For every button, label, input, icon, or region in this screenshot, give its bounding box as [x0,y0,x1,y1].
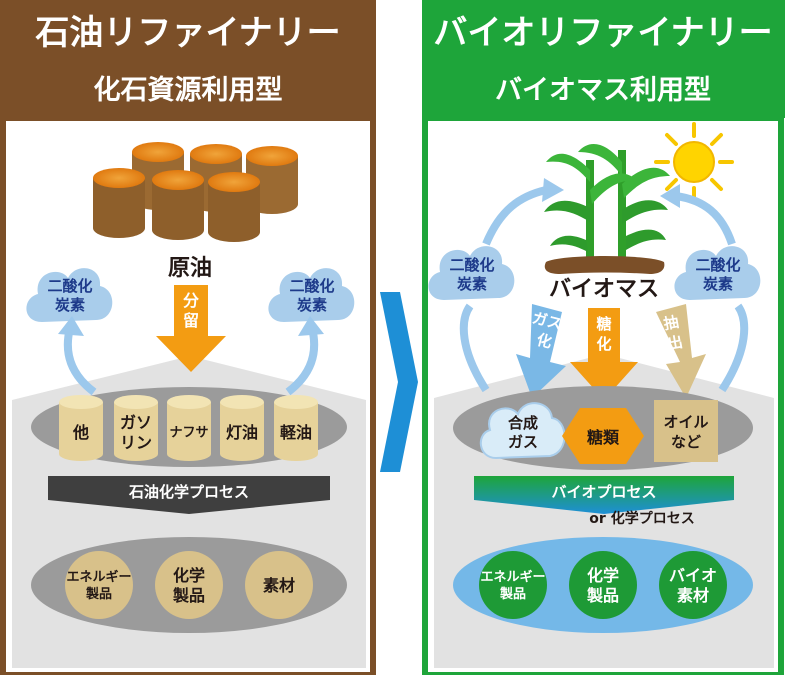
left-product-2-text-1: 化学 [173,566,205,585]
fraction-4-text-1: 灯油 [226,423,258,442]
crude-oil-barrels [93,142,298,242]
right-header-bg [422,0,785,118]
left-product-1-text-1: エネルギー [66,569,131,585]
saccharification-label-1: 糖 [596,315,611,333]
fraction-cylinder-5: 軽油 [274,395,318,461]
fraction-cylinders: 他ガソリンナフサ灯油軽油 [59,395,318,461]
right-co2-arrowhead-right [660,184,680,208]
co2-text-5: 二酸化 [449,256,494,274]
petroleum-refinery-panel: 石油リファイナリー 化石資源利用型 原油 分 留 二酸化 炭素 二酸化 炭素 [0,0,376,675]
bio-process-label: バイオプロセス [551,483,656,501]
distillation-label-1: 分 [183,291,199,310]
extraction-label-1: 抽 [662,313,680,333]
left-product-1-text-2: 製品 [85,586,112,602]
distillation-arrow [156,285,226,372]
oil-text-1: オイル [663,413,708,431]
sun-icon [654,122,734,202]
right-subtitle: バイオマス利用型 [495,75,711,106]
co2-text-7: 二酸化 [695,256,740,274]
fraction-cylinder-3: ナフサ [167,395,211,461]
fraction-cylinder-4: 灯油 [220,395,264,461]
left-co2-cloud-right: 二酸化 炭素 [268,268,355,322]
left-co2-arrowhead-right [298,316,324,336]
right-title: バイオリファイナリー [433,13,772,53]
syngas-text-2: ガス [508,433,538,451]
sugars-hexagon: 糖類 [562,408,644,464]
left-product-3-text-1: 素材 [263,576,295,595]
left-header-bg [0,0,376,118]
syngas-cloud: 合成 ガス [480,402,566,460]
right-co2-cloud-left: 二酸化 炭素 [428,246,515,300]
right-product-2-text-1: 化学 [587,566,619,585]
left-co2-arrowhead-left [58,316,84,336]
co2-text-1: 二酸化 [47,277,92,295]
petrochemical-process-arrow [48,476,330,514]
crude-oil-label: 原油 [168,256,212,281]
right-co2-arrow-right-up [718,303,749,393]
left-product-3: 素材 [245,551,313,619]
transition-arrow [380,292,418,472]
oil-text-2: など [671,433,701,451]
distillation-label-2: 留 [183,311,199,330]
co2-text-6: 炭素 [457,275,487,293]
co2-text-8: 炭素 [703,275,733,293]
gasification-arrow: ガス 化 [516,304,566,398]
biomass-plant-icon [544,143,670,274]
right-product-1-text-2: 製品 [499,586,526,602]
fraction-cylinder-1: 他 [59,395,103,461]
bio-process-arrow [474,476,734,514]
left-co2-cloud-left: 二酸化 炭素 [26,268,113,322]
extraction-label-2: 出 [666,333,684,353]
oil-box: オイル など [654,400,718,462]
left-product-2-text-2: 製品 [172,586,205,605]
left-subtitle: 化石資源利用型 [94,75,283,106]
right-co2-arrow-right-plant [675,192,736,246]
right-co2-arrow-left-up [459,303,490,393]
biomass-label: バイオマス [549,277,659,302]
biorefinery-panel: バイオリファイナリー バイオマス利用型 [422,0,785,675]
gasification-label-2: 化 [535,331,554,352]
fraction-5-text-1: 軽油 [280,423,312,442]
right-co2-cloud-right: 二酸化 炭素 [674,246,761,300]
fraction-1-text-1: 他 [72,423,89,442]
fraction-2-text-1: ガソ [120,413,152,432]
petrochemical-process-label: 石油化学プロセス [128,483,249,501]
co2-text-4: 炭素 [297,296,327,314]
co2-text-2: 炭素 [55,296,85,314]
saccharification-arrow: 糖 化 [570,308,638,400]
right-product-3-text-1: バイオ [669,566,717,585]
syngas-text-1: 合成 [507,414,538,432]
extraction-arrow: 抽 出 [656,304,706,398]
fraction-3-text-1: ナフサ [169,426,208,441]
fraction-2-text-2: リン [120,433,152,452]
saccharification-label-2: 化 [596,335,611,353]
chemical-process-label: or 化学プロセス [589,510,694,527]
sugars-text: 糖類 [587,428,620,447]
right-co2-arrow-left-plant [482,186,547,246]
right-product-2-text-2: 製品 [586,586,619,605]
co2-text-3: 二酸化 [289,277,334,295]
right-product-3-text-2: 素材 [677,586,709,605]
left-title: 石油リファイナリー [34,13,340,53]
right-co2-arrowhead-left [542,178,564,202]
right-product-1-text-1: エネルギー [480,569,545,585]
